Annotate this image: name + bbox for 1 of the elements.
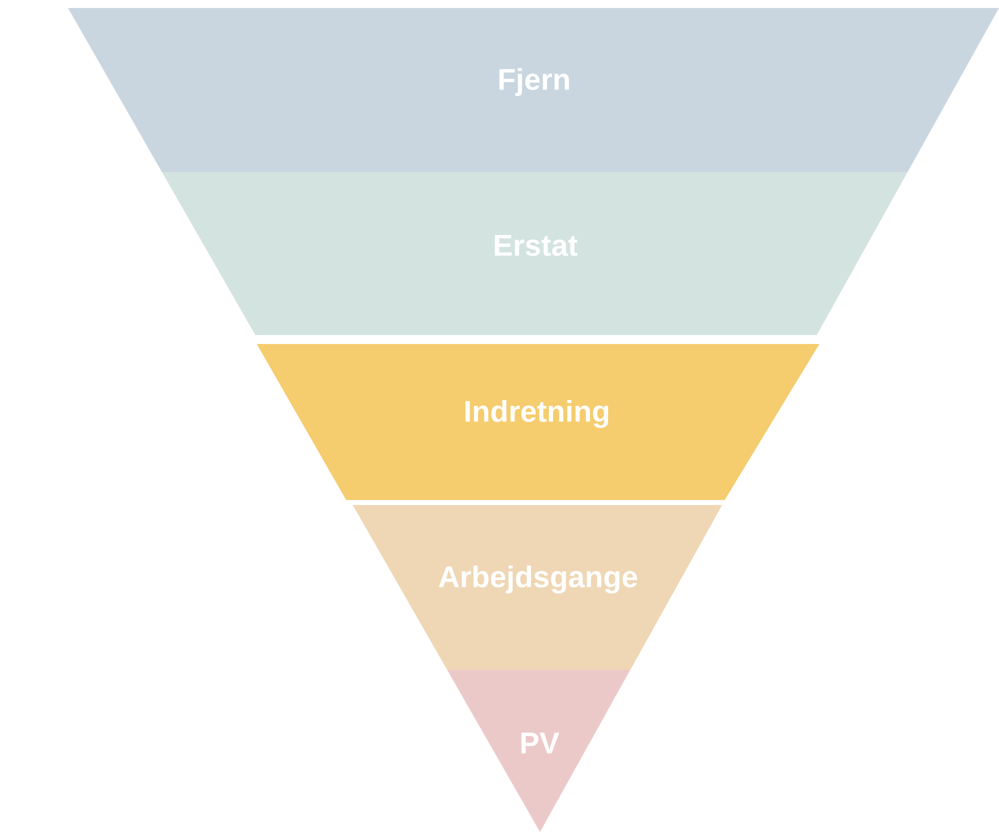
funnel-band: Arbejdsgange xyxy=(352,505,722,670)
